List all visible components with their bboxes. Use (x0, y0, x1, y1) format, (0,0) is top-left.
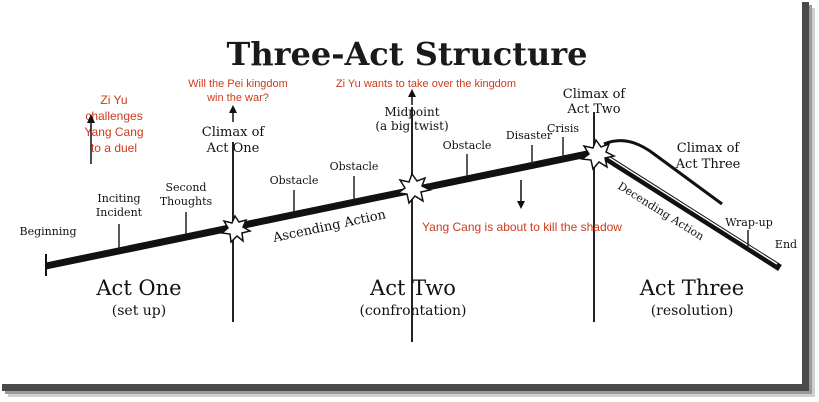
note-pei-war-1: Will the Pei kingdom (188, 78, 288, 90)
act-three-sub: (resolution) (651, 303, 734, 319)
arrow-up-pei-war-icon (229, 105, 237, 122)
note-duel-4: to a duel (91, 141, 137, 155)
note-pei-war-2: win the war? (206, 92, 269, 104)
diagram-title: Three-Act Structure (227, 35, 588, 73)
act-one-name: Act One (95, 276, 181, 300)
label-obstacle-2: Obstacle (330, 160, 379, 173)
arrow-up-duel-icon (87, 114, 95, 164)
act-one-sub: (set up) (112, 303, 166, 319)
label-inciting-2: Incident (96, 206, 143, 219)
label-midpoint-1: Midpoint (384, 105, 439, 119)
climax-act-one-burst (220, 214, 252, 244)
label-wrap-up: Wrap-up (725, 216, 773, 229)
label-crisis: Crisis (547, 122, 579, 135)
label-beginning: Beginning (20, 225, 77, 238)
three-act-diagram: Three-Act Structure Beginning Inciting I… (20, 35, 797, 342)
act-three-name: Act Three (639, 276, 744, 300)
act-two-name: Act Two (369, 276, 456, 300)
label-obstacle-3: Obstacle (443, 139, 492, 152)
note-kill-shadow: Yang Cang is about to kill the shadow (422, 220, 622, 234)
arrow-up-take-over-icon (408, 89, 416, 105)
label-climax-three-1: Climax of (677, 141, 741, 156)
midpoint-burst (395, 172, 433, 205)
plot-line-highlight (596, 149, 778, 265)
label-midpoint-2: (a big twist) (375, 119, 448, 133)
label-second-thoughts-1: Second (166, 181, 207, 194)
note-duel-3: Yang Cang (84, 125, 143, 139)
label-climax-two-2: Act Two (566, 102, 620, 117)
label-disaster: Disaster (506, 129, 553, 142)
label-climax-one-2: Act One (206, 141, 260, 156)
diagram-card: Three-Act Structure Beginning Inciting I… (2, 2, 809, 391)
label-climax-two-1: Climax of (563, 87, 627, 102)
note-duel-1: Zi Yu (100, 93, 127, 107)
act-two-sub: (confrontation) (359, 303, 466, 319)
label-obstacle-1: Obstacle (270, 174, 319, 187)
climax-three-brace (603, 139, 723, 206)
note-duel-2: challenges (85, 109, 142, 123)
label-climax-one-1: Climax of (202, 125, 266, 140)
note-take-over: Zi Yu wants to take over the kingdom (336, 78, 516, 90)
label-climax-three-2: Act Three (675, 157, 741, 172)
label-inciting-1: Inciting (97, 192, 140, 205)
arrow-down-kill-shadow-icon (517, 180, 525, 209)
label-second-thoughts-2: Thoughts (160, 195, 213, 208)
label-end: End (775, 238, 797, 251)
climax-act-two-burst (579, 138, 617, 171)
